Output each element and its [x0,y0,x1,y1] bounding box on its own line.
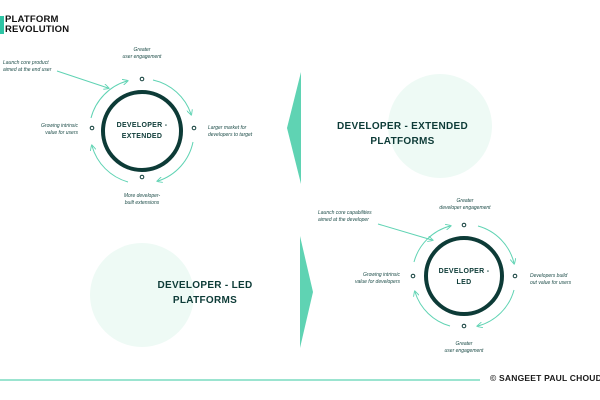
bottom-cycle-launch-arrow [377,223,432,240]
top-cycle-right-caption: Larger market for developers to target [208,125,253,138]
bottom-cycle-launch-caption: Launch core capabilities aimed at the de… [318,210,372,223]
soft-circle-led [90,243,194,347]
footer-credit: © SANGEET PAUL CHOUDARY [490,373,600,383]
top-cycle-center-ring [101,90,183,172]
extended-platforms-title: DEVELOPER - EXTENDED PLATFORMS [336,121,469,147]
divider-triangle-top [287,72,301,184]
led-platforms-title: DEVELOPER - LED PLATFORMS [157,280,253,306]
top-cycle-graphic [56,70,197,183]
bottom-cycle-top-caption: Greater developer engagement [439,198,491,211]
top-cycle-launch-caption: Launch core product aimed at the end use… [3,60,52,73]
top-cycle-center-label: DEVELOPER - EXTENDED [116,122,168,140]
top-cycle-arc-2 [158,141,194,181]
bottom-cycle-left-caption: Growing intrinsic value for developers [354,272,400,285]
bottom-cycle-arc-2 [478,289,515,326]
brand-line-1: PLATFORM [5,14,59,25]
top-cycle-node-bottom [139,174,145,180]
top-cycle-node-left [89,125,95,131]
top-cycle-launch-arrow [56,70,108,88]
brand-mark-icon [0,16,4,34]
top-cycle-node-top [139,76,145,82]
top-cycle-node-right [191,125,197,131]
bottom-cycle-node-top [461,222,467,228]
bottom-cycle-right-caption: Developers build out value for users [530,273,572,286]
top-cycle-arc-1 [152,79,191,114]
brand-logo: PLATFORM REVOLUTION [0,14,70,35]
bottom-cycle-node-right [512,273,518,279]
top-cycle-bottom-caption: More developer- built extensions [123,193,161,206]
bottom-cycle-arc-3 [415,292,451,327]
top-cycle-top-caption: Greater user engagement [122,47,162,60]
top-cycle-left-caption: Growing intrinsic value for users [41,123,78,136]
bottom-cycle-center-ring [424,236,504,316]
soft-circle-extended [388,74,492,178]
bottom-cycle-bottom-caption: Greater user engagement [444,341,484,354]
bottom-cycle-arc-1 [477,225,514,263]
bottom-cycle-graphic [377,222,518,329]
divider-triangle-bottom [300,236,313,348]
top-cycle-arc-3 [92,146,129,183]
bottom-cycle-node-bottom [461,323,467,329]
top-cycle-arc-4 [90,81,127,119]
bottom-cycle-node-left [410,273,416,279]
bottom-cycle-center-label: DEVELOPER - LED [438,268,490,286]
brand-line-2: REVOLUTION [5,24,70,35]
